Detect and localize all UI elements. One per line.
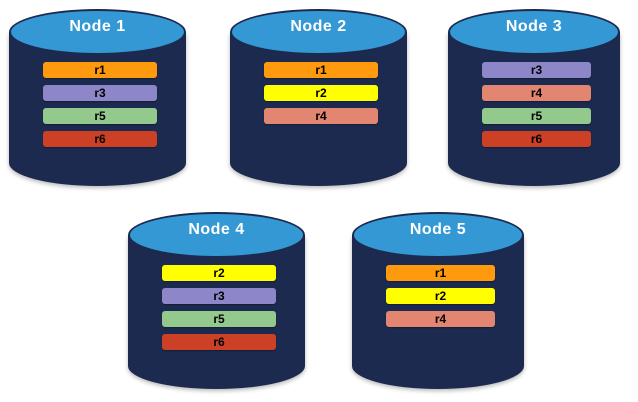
replica-list: r1 r2 r4 [264, 62, 378, 124]
replica-bar[interactable]: r4 [264, 108, 378, 124]
replica-bar[interactable]: r2 [386, 288, 495, 304]
replica-bar[interactable]: r6 [162, 334, 276, 350]
replica-bar[interactable]: r1 [43, 62, 157, 78]
replica-bar[interactable]: r5 [482, 108, 591, 124]
replica-bar[interactable]: r1 [264, 62, 378, 78]
replica-list: r2 r3 r5 r6 [162, 265, 276, 350]
replica-list: r3 r4 r5 r6 [482, 62, 591, 147]
replica-list: r1 r2 r4 [386, 265, 495, 327]
replica-bar[interactable]: r3 [482, 62, 591, 78]
replica-bar[interactable]: r5 [43, 108, 157, 124]
replica-list: r1 r3 r5 r6 [43, 62, 157, 147]
cylinder-top-ellipse [352, 212, 524, 258]
cylinder-top-ellipse [128, 212, 305, 258]
replica-bar[interactable]: r1 [386, 265, 495, 281]
replica-bar[interactable]: r6 [482, 131, 591, 147]
cylinder-top-ellipse [230, 9, 407, 55]
cylinder-top-ellipse [448, 9, 620, 55]
replica-bar[interactable]: r4 [386, 311, 495, 327]
replica-bar[interactable]: r2 [162, 265, 276, 281]
replica-bar[interactable]: r6 [43, 131, 157, 147]
replica-bar[interactable]: r3 [43, 85, 157, 101]
replica-bar[interactable]: r4 [482, 85, 591, 101]
replica-bar[interactable]: r2 [264, 85, 378, 101]
replica-bar[interactable]: r5 [162, 311, 276, 327]
cylinder-top-ellipse [9, 9, 186, 55]
replica-bar[interactable]: r3 [162, 288, 276, 304]
